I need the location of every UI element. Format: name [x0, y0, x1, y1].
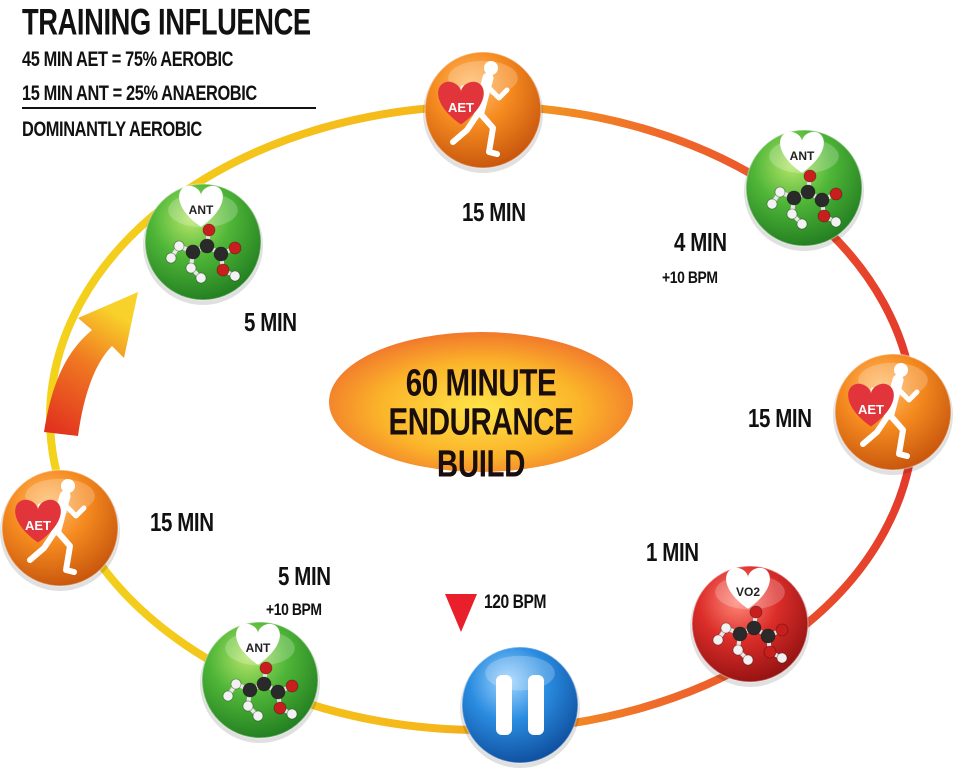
step-8-badge: ANT	[189, 203, 214, 217]
step-2-bpm-change: +10 BPM	[662, 268, 718, 287]
center-title-line2: ENDURANCE BUILD	[388, 399, 574, 485]
step-3-badge: AET	[858, 402, 884, 417]
step-6-bpm-change: +10 BPM	[266, 600, 322, 619]
step-5-node	[460, 646, 580, 768]
step-7-node: AET	[0, 469, 120, 591]
center-title-line1: 60 MINUTE	[405, 360, 557, 404]
summary-divider	[22, 107, 316, 109]
step-8-node: ANT	[143, 183, 263, 305]
molecule-icon	[222, 661, 299, 722]
molecule-icon	[766, 169, 843, 230]
page-title: TRAINING INFLUENCE	[22, 2, 311, 43]
step-6-duration: 5 MIN	[278, 562, 331, 592]
step-7-badge: AET	[25, 518, 51, 533]
center-ellipse	[329, 332, 633, 472]
step-3-node: AET	[833, 353, 953, 475]
molecule-icon	[165, 223, 242, 284]
step-2-node: ANT	[744, 129, 864, 251]
step-6-node: ANT	[200, 621, 320, 743]
start-heart-rate: 120 BPM	[484, 592, 547, 613]
step-1-badge: AET	[448, 100, 474, 115]
training-result: DOMINANTLY AEROBIC	[22, 118, 202, 141]
pause-icon	[496, 675, 544, 735]
step-1-node: AET	[423, 51, 543, 173]
step-5-ball	[461, 646, 579, 764]
aerobic-summary: 45 MIN AET = 75% AEROBIC	[22, 48, 234, 71]
step-4-duration: 1 MIN	[646, 538, 699, 568]
molecule-icon	[712, 605, 789, 666]
step-4-node: VO2	[690, 565, 810, 687]
step-6-badge: ANT	[246, 641, 271, 655]
start-marker-icon	[445, 594, 477, 632]
step-2-badge: ANT	[790, 149, 815, 163]
anaerobic-summary: 15 MIN ANT = 25% ANAEROBIC	[22, 82, 257, 105]
step-2-duration: 4 MIN	[674, 228, 727, 258]
direction-arrow-icon	[44, 292, 138, 436]
step-3-duration: 15 MIN	[748, 404, 812, 434]
center-title: 60 MINUTE ENDURANCE BUILD	[330, 333, 632, 484]
step-1-duration: 15 MIN	[462, 198, 526, 228]
step-7-duration: 15 MIN	[150, 508, 214, 538]
step-8-duration: 5 MIN	[244, 308, 297, 338]
step-4-badge: VO2	[736, 585, 760, 599]
